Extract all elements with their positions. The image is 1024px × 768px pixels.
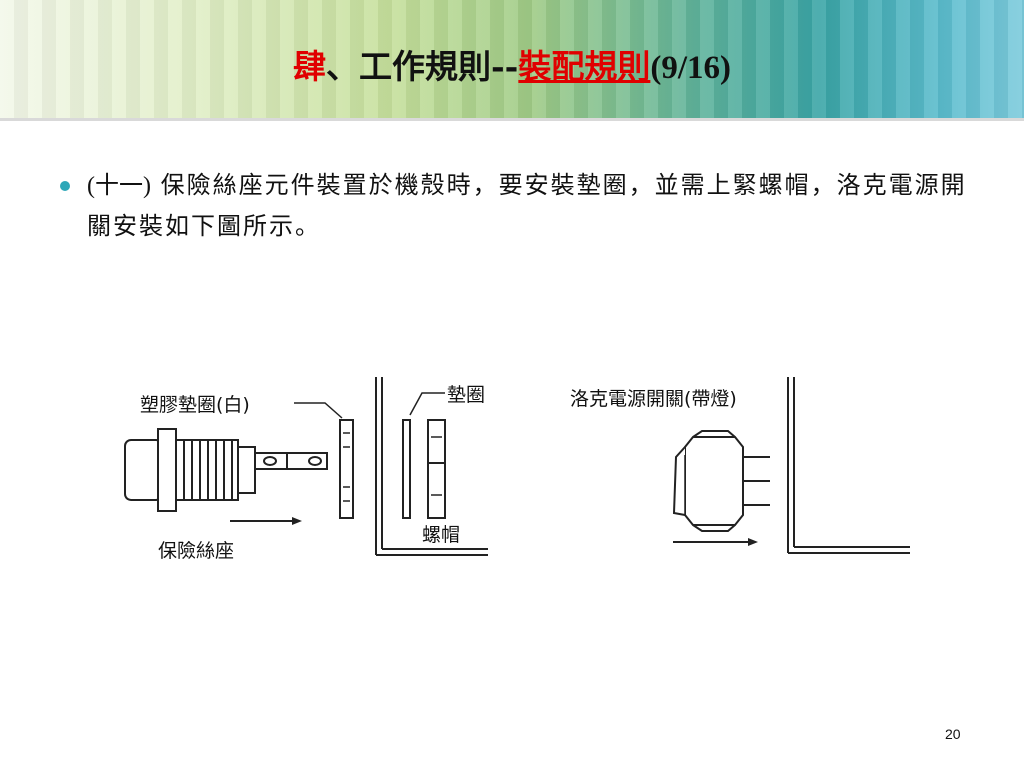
bullet-dot-icon <box>60 181 70 191</box>
plastic-washer-leader <box>294 402 343 419</box>
label-plastic-washer: 塑膠墊圈(白) <box>140 394 250 416</box>
label-washer: 墊圈 <box>447 384 485 406</box>
assembly-diagram: 塑膠墊圈(白) 墊圈 螺帽 保險絲座 洛克電源開關(帶燈) <box>124 377 910 562</box>
page-number: 20 <box>945 726 961 742</box>
nut-dashes <box>431 436 442 496</box>
title-part2: 、工作規則-- <box>325 47 519 86</box>
panel-wall-right <box>787 377 910 554</box>
slide-title: 肆、工作規則--裝配規則(9/16) <box>0 40 1024 88</box>
plastic-washer-dashes <box>343 432 350 502</box>
bullet-number: (十一) <box>87 173 151 199</box>
header-banner <box>0 0 1024 118</box>
header-divider <box>0 118 1024 121</box>
nut-drawing <box>427 419 446 519</box>
washer-drawing <box>402 419 411 519</box>
fuse-holder-drawing <box>124 428 328 522</box>
bullet-paragraph: (十一) 保險絲座元件裝置於機殼時，要安裝墊圈，並需上緊螺帽，洛克電源開關安裝如… <box>87 165 977 246</box>
bullet-body: 保險絲座元件裝置於機殼時，要安裝墊圈，並需上緊螺帽，洛克電源開關安裝如下圖所示。 <box>87 171 967 240</box>
rocker-arrow-head-icon <box>748 538 758 546</box>
label-fuse-holder: 保險絲座 <box>158 540 234 562</box>
panel-wall-left <box>375 377 488 556</box>
label-rocker-switch: 洛克電源開關(帶燈) <box>570 388 737 410</box>
label-nut: 螺帽 <box>422 524 460 546</box>
rocker-switch-drawing <box>672 430 770 532</box>
plastic-washer-drawing <box>339 419 354 519</box>
title-part3: 裝配規則 <box>518 47 651 86</box>
title-part1: 肆 <box>292 47 326 86</box>
fuse-arrow-head-icon <box>292 517 302 525</box>
title-part4: (9/16) <box>650 50 732 86</box>
washer-leader <box>409 392 445 416</box>
